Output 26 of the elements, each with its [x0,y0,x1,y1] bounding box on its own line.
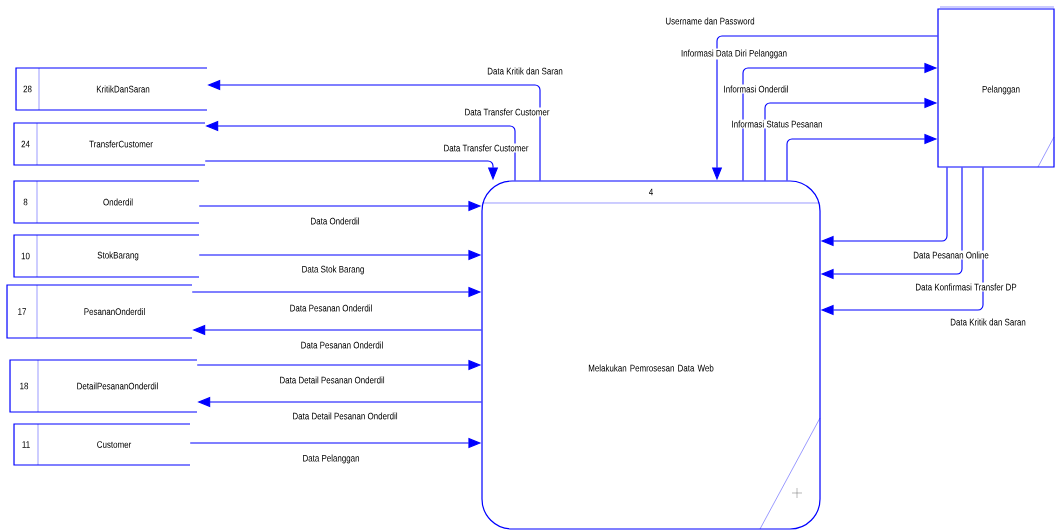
data-store: 10 StokBarang [13,234,200,278]
edge-label: Data Transfer Customer [463,107,551,117]
process-box: 4 Melakukan Pemrosesan Data Web [481,180,821,530]
edge-label: Data Detail Pesanan Onderdil [278,375,386,385]
edge-label: Data Kritik dan Saran [486,66,564,76]
data-store: 28 KritikDanSaran [15,67,208,111]
edge-label: Data Pesanan Onderdil [288,303,374,313]
edge-label: Informasi Data Diri Pelanggan [680,48,789,60]
edge-label: Data Konfirmasi Transfer DP [914,282,1018,292]
data-store: 17 PesananOnderdil [6,284,193,339]
edge-label: Informasi Status Pesanan [730,119,824,129]
edge-label: Username dan Password [664,16,756,26]
edge-label: Data Stok Barang [300,264,366,276]
data-store: 18 DetailPesananOnderdil [9,359,198,413]
edge-label: Data Kritik dan Saran [949,317,1027,327]
edge-label: Data Pelanggan [301,453,361,465]
edge-label: Data Detail Pesanan Onderdil [291,411,399,421]
edge-label: Data Onderdil [309,216,361,226]
data-store: 8 Onderdil [13,180,200,224]
edge-label: Informasi Onderdil [722,84,790,94]
edge-label: Data Pesanan Onderdil [299,340,385,350]
data-store: 24 TransferCustomer [13,122,206,166]
entity-box: Pelanggan [937,6,1055,168]
data-store: 11 Customer [13,423,191,466]
edge-label: Data Pesanan Online [912,250,990,260]
edge-label: Data Transfer Customer [442,143,530,153]
